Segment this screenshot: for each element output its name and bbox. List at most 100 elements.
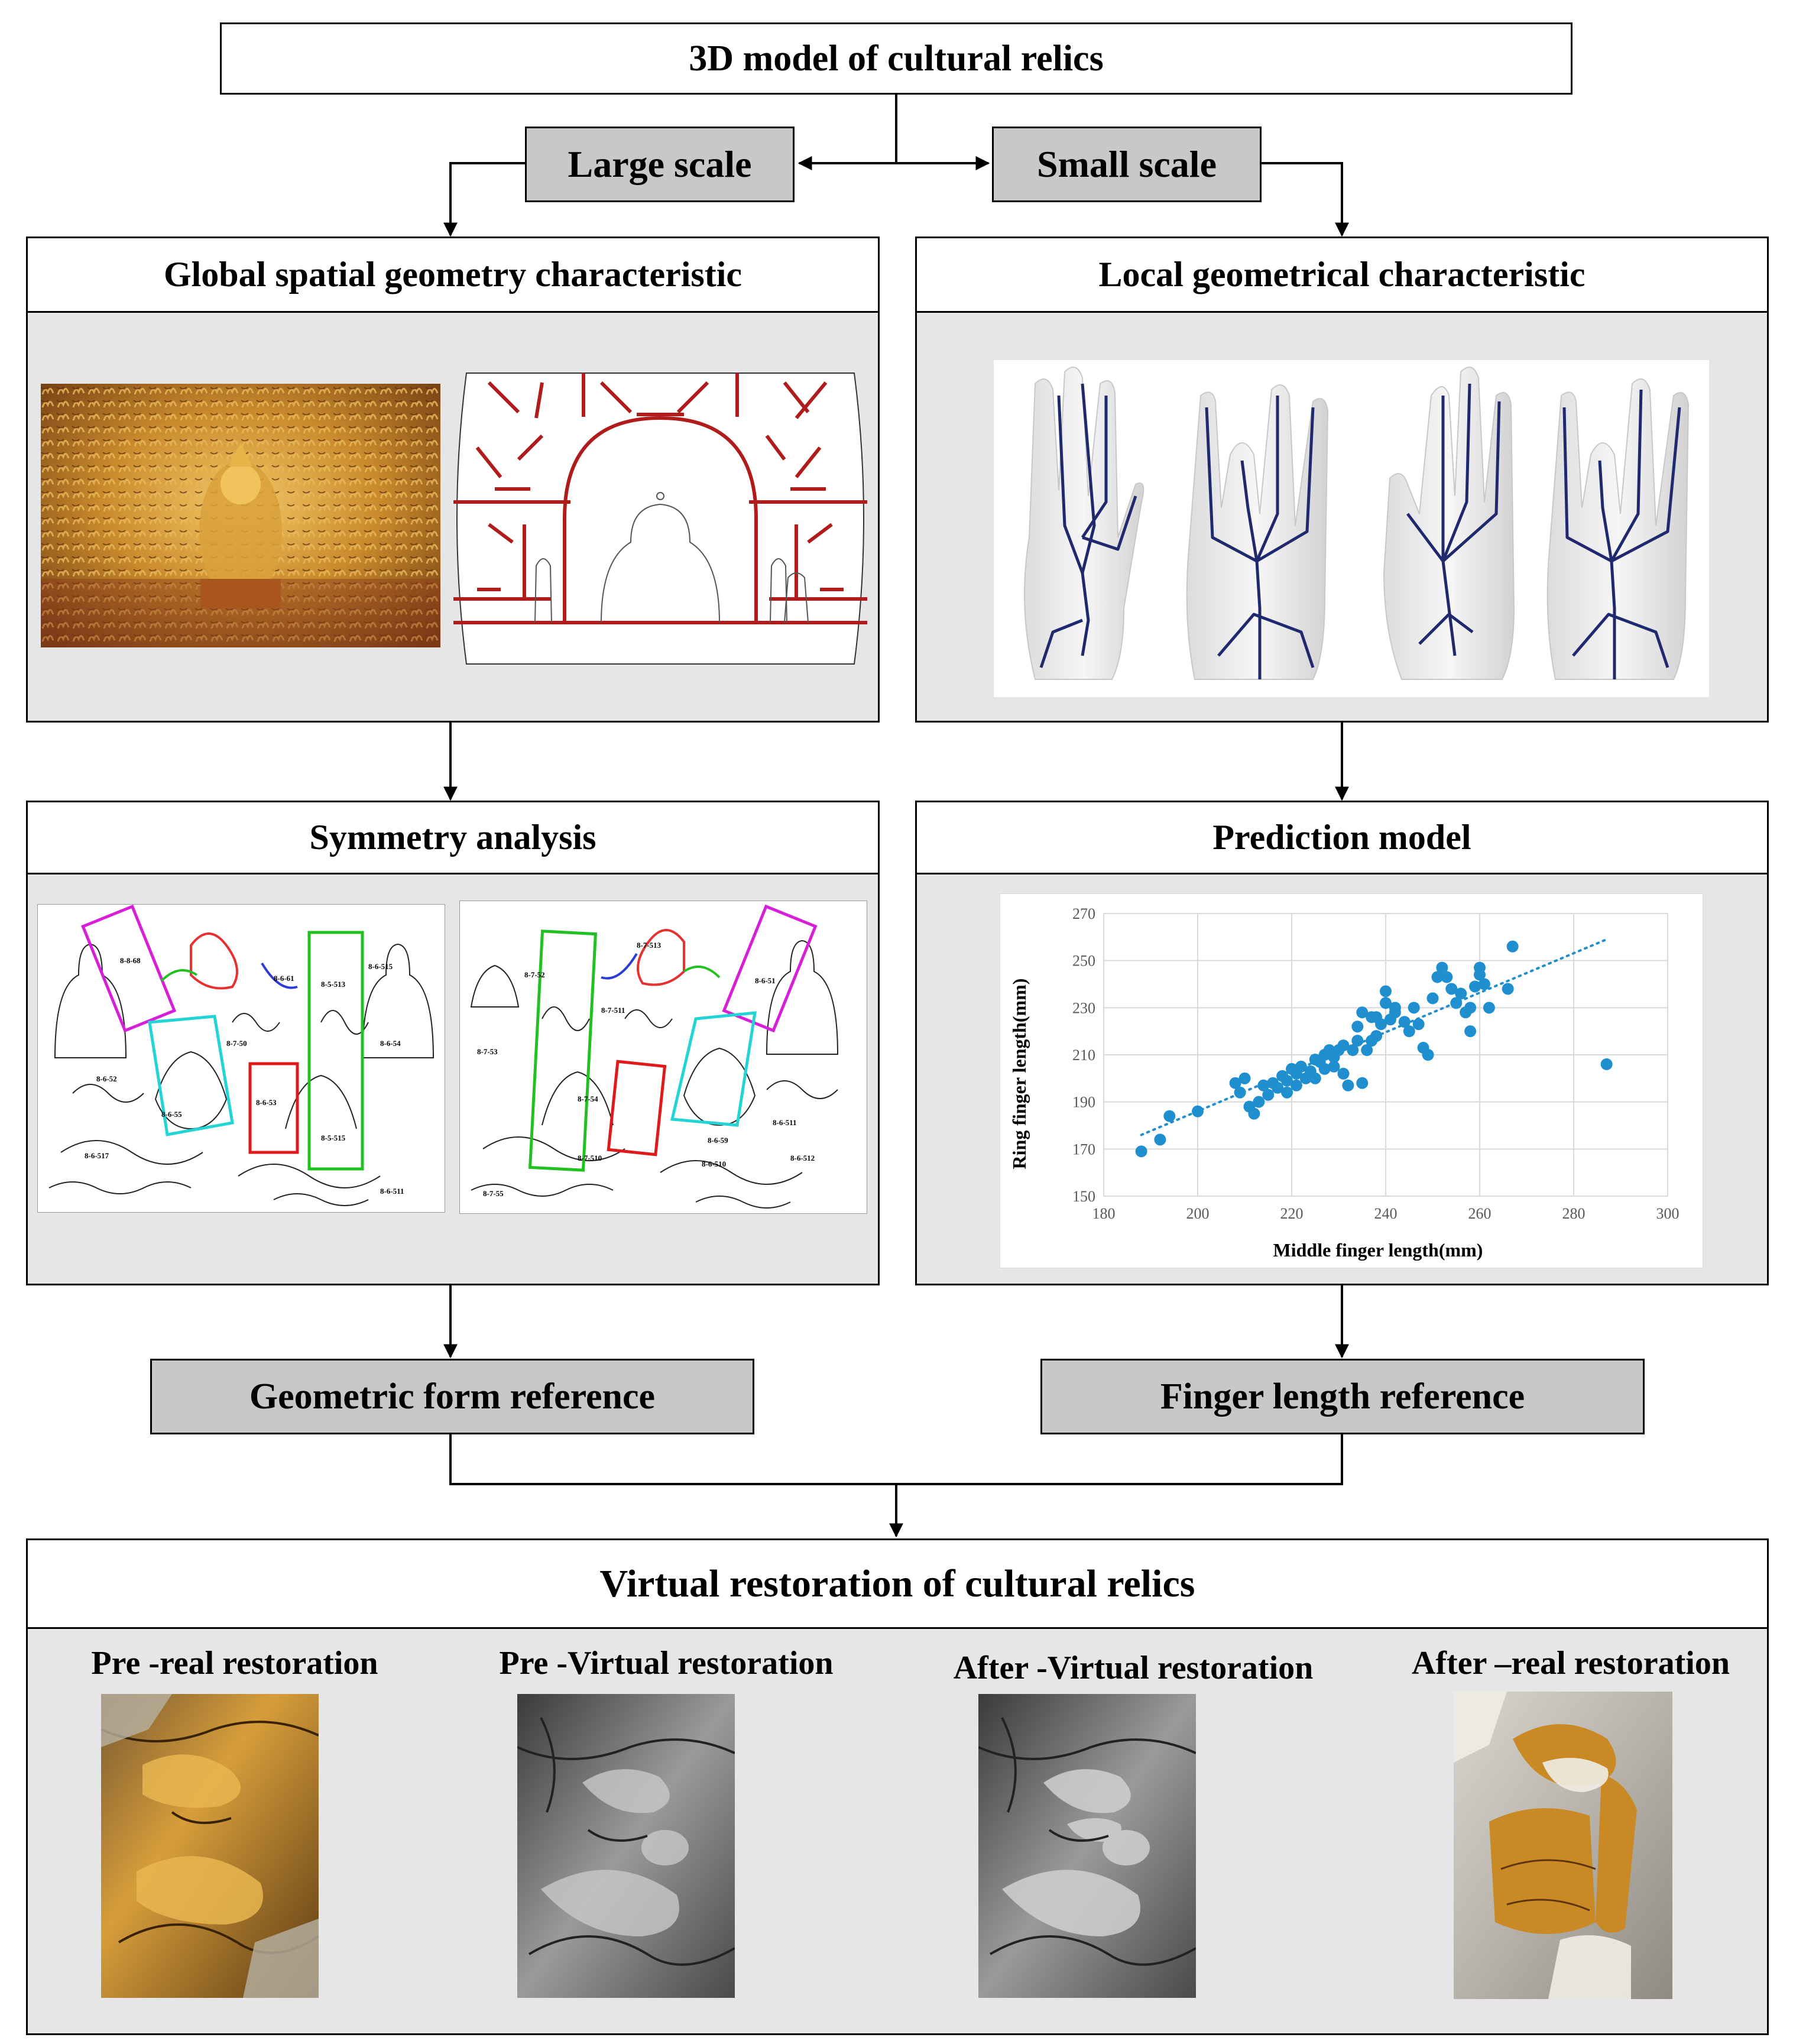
global-geometry-header: Global spatial geometry characteristic: [28, 238, 878, 313]
data-point-61: [1445, 983, 1458, 995]
prediction-title: Prediction model: [1212, 818, 1471, 857]
prediction-header: Prediction model: [917, 802, 1767, 874]
symmetry-drawing-right: 8-7-52 8-7-511 8-7-54 8-7-513 8-7-510 8-…: [459, 900, 867, 1214]
pre-virtual-restoration-image: [517, 1694, 735, 1998]
x-tick-label-5: 280: [1562, 1205, 1586, 1222]
local-geometry-panel: Local geometrical characteristic: [915, 237, 1769, 723]
global-geometry-panel: Global spatial geometry characteristic: [26, 237, 880, 723]
label-right-6: 8-7-55: [483, 1189, 504, 1198]
data-point-1: [1154, 1133, 1166, 1146]
virtual-restoration-panel: Virtual restoration of cultural relics P…: [26, 1538, 1769, 2035]
data-point-39: [1356, 1006, 1369, 1019]
y-axis-label: Ring finger length(mm): [1009, 979, 1030, 1170]
x-tick-label-4: 260: [1468, 1205, 1492, 1222]
data-point-62: [1450, 997, 1463, 1009]
pre-real-restoration-image: [101, 1694, 319, 1998]
data-point-15: [1281, 1086, 1293, 1099]
data-point-34: [1342, 1079, 1354, 1091]
data-point-67: [1469, 980, 1481, 993]
data-point-60: [1441, 971, 1453, 983]
small-scale-box: Small scale: [992, 127, 1262, 202]
arrow-to-local-panel: [1259, 162, 1349, 237]
label-left-7: 8-6-55: [161, 1110, 182, 1119]
virtual-restoration-title: Virtual restoration of cultural relics: [599, 1562, 1195, 1605]
y-tick-label-4: 230: [1072, 999, 1095, 1016]
label-right-3: 8-7-513: [637, 941, 662, 950]
local-geometry-title: Local geometrical characteristic: [1098, 255, 1586, 294]
data-point-38: [1356, 1077, 1369, 1089]
data-point-65: [1464, 1025, 1477, 1038]
data-point-6: [1238, 1072, 1251, 1084]
data-point-54: [1412, 1018, 1425, 1031]
top-title: 3D model of cultural relics: [689, 38, 1104, 79]
data-point-69: [1474, 968, 1486, 981]
label-left-2: 8-6-511: [380, 1187, 404, 1196]
label-right-9: 8-6-511: [773, 1118, 796, 1127]
relic-photo: [41, 384, 440, 647]
data-point-4: [1229, 1077, 1241, 1089]
data-point-71: [1483, 1002, 1495, 1014]
label-left-4: 8-5-515: [321, 1133, 346, 1142]
x-tick-label-6: 300: [1656, 1205, 1679, 1222]
geometric-reference-label: Geometric form reference: [249, 1376, 656, 1417]
data-point-59: [1436, 961, 1448, 974]
symmetry-title: Symmetry analysis: [309, 818, 596, 857]
data-point-16: [1281, 1074, 1293, 1087]
label-right-1: 8-7-511: [601, 1006, 625, 1015]
data-point-56: [1422, 1049, 1434, 1061]
stage-label-after-real: After –real restoration: [1411, 1645, 1730, 1682]
hand-models-image: [994, 360, 1709, 697]
data-point-29: [1328, 1060, 1340, 1073]
label-left-1: 8-6-517: [85, 1151, 109, 1160]
label-left-11: 8-6-515: [368, 962, 393, 971]
data-point-0: [1135, 1145, 1147, 1158]
data-point-40: [1361, 1044, 1373, 1057]
data-point-73: [1506, 940, 1519, 953]
local-geometry-header: Local geometrical characteristic: [917, 238, 1767, 313]
label-left-6: 8-7-50: [226, 1039, 247, 1048]
stage-label-after-virtual: After -Virtual restoration: [953, 1650, 1314, 1686]
data-point-43: [1370, 1030, 1383, 1042]
y-tick-label-2: 190: [1072, 1094, 1095, 1111]
data-point-51: [1398, 1016, 1411, 1028]
x-tick-label-2: 220: [1280, 1205, 1304, 1222]
data-point-37: [1351, 1021, 1364, 1033]
label-left-3: 8-5-513: [321, 980, 346, 989]
symmetry-panel: Symmetry analysis 8-8-68 8-6-517 8-6-511: [26, 801, 880, 1285]
small-scale-label: Small scale: [1037, 143, 1217, 185]
arrow-to-global-panel: [443, 162, 526, 237]
finger-reference-label: Finger length reference: [1160, 1376, 1525, 1417]
data-point-27: [1318, 1063, 1331, 1075]
stage-label-pre-real: Pre -real restoration: [91, 1645, 378, 1682]
data-point-63: [1455, 987, 1467, 1000]
symmetry-drawing-left: 8-8-68 8-6-517 8-6-511 8-5-513 8-5-515 8…: [37, 904, 445, 1213]
data-point-11: [1262, 1089, 1275, 1101]
data-point-8: [1248, 1107, 1260, 1120]
data-point-57: [1426, 992, 1439, 1005]
x-axis-label: Middle finger length(mm): [1273, 1239, 1483, 1261]
label-right-7: 8-6-59: [708, 1136, 728, 1145]
y-tick-label-1: 170: [1072, 1141, 1095, 1158]
data-point-35: [1347, 1044, 1359, 1057]
stage-label-pre-virtual: Pre -Virtual restoration: [499, 1645, 834, 1682]
data-point-5: [1234, 1086, 1246, 1099]
virtual-restoration-header: Virtual restoration of cultural relics: [28, 1540, 1767, 1629]
data-point-46: [1380, 997, 1392, 1009]
x-tick-label-1: 200: [1186, 1205, 1210, 1222]
data-point-66: [1464, 1002, 1477, 1014]
data-point-3: [1192, 1105, 1204, 1117]
y-tick-label-0: 150: [1072, 1188, 1095, 1205]
y-tick-label-6: 270: [1072, 905, 1095, 922]
data-point-72: [1502, 983, 1514, 995]
label-right-8: 8-6-510: [702, 1159, 726, 1168]
data-point-18: [1290, 1079, 1302, 1091]
y-tick-label-3: 210: [1072, 1047, 1095, 1064]
label-right-4: 8-7-510: [578, 1154, 602, 1162]
label-right-0: 8-7-52: [524, 970, 545, 979]
trendline: [1140, 938, 1608, 1136]
finger-reference-box: Finger length reference: [1040, 1359, 1645, 1434]
geometric-reference-box: Geometric form reference: [150, 1359, 754, 1434]
